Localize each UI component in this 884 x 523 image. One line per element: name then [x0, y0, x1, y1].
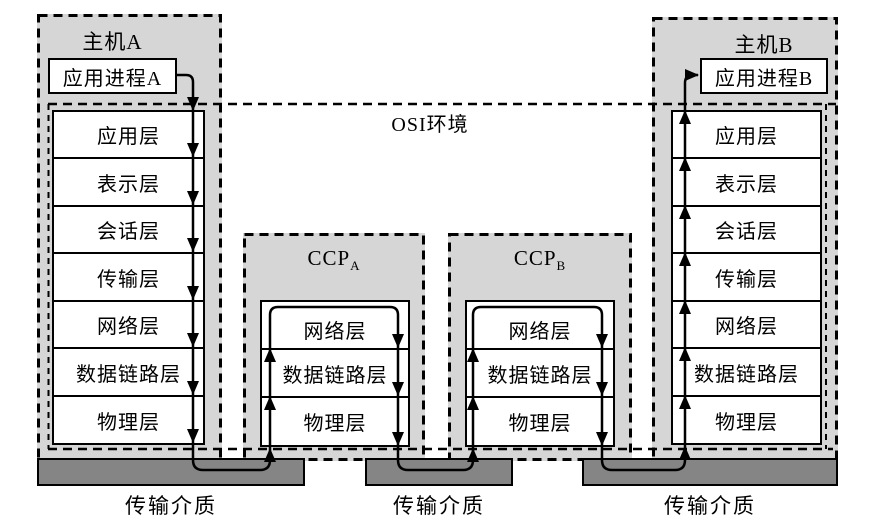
ccp-a-name: CCP: [307, 246, 351, 270]
transmission-media-bar-right: [582, 458, 838, 486]
ccp-a-layer-datalink: 数据链路层: [260, 348, 410, 398]
transmission-media-bar-left: [37, 458, 305, 486]
host-a-layer-application: 应用层: [52, 110, 205, 159]
ccp-a-subscript: A: [350, 258, 361, 274]
host-a-layer-session: 会话层: [52, 205, 205, 254]
host-b-layer-presentation: 表示层: [671, 157, 822, 207]
ccp-b-layer-network: 网络层: [465, 300, 615, 350]
host-a-layer-datalink: 数据链路层: [52, 347, 205, 397]
host-b-title: 主机B: [734, 33, 794, 57]
host-b-layer-application: 应用层: [671, 110, 822, 159]
ccp-b-layer-datalink: 数据链路层: [465, 348, 615, 398]
host-a-layer-physical: 物理层: [52, 395, 205, 445]
media-label-middle: 传输介质: [393, 494, 485, 518]
ccp-a-layer-physical: 物理层: [260, 396, 410, 447]
osi-environment-label: OSI环境: [391, 114, 469, 136]
host-b-layer-transport: 传输层: [671, 252, 822, 302]
ccp-a-layer-network: 网络层: [260, 300, 410, 350]
transmission-media-bar-middle: [365, 458, 513, 486]
media-label-left: 传输介质: [125, 494, 217, 518]
host-b-layer-datalink: 数据链路层: [671, 347, 822, 397]
application-process-a-box: 应用进程A: [48, 58, 177, 94]
ccp-b-layer-physical: 物理层: [465, 396, 615, 447]
host-a-layer-presentation: 表示层: [52, 157, 205, 207]
ccp-a-title: CCPA: [243, 246, 425, 274]
host-b-layer-session: 会话层: [671, 205, 822, 254]
host-a-title: 主机A: [82, 30, 143, 54]
host-b-layer-physical: 物理层: [671, 395, 822, 445]
application-process-b-box: 应用进程B: [700, 58, 828, 94]
host-a-layer-network: 网络层: [52, 300, 205, 349]
ccp-b-name: CCP: [513, 246, 557, 270]
media-label-right: 传输介质: [664, 494, 756, 518]
ccp-b-subscript: B: [556, 258, 567, 274]
host-a-layer-transport: 传输层: [52, 252, 205, 302]
host-b-layer-network: 网络层: [671, 300, 822, 349]
ccp-b-title: CCPB: [448, 246, 632, 274]
